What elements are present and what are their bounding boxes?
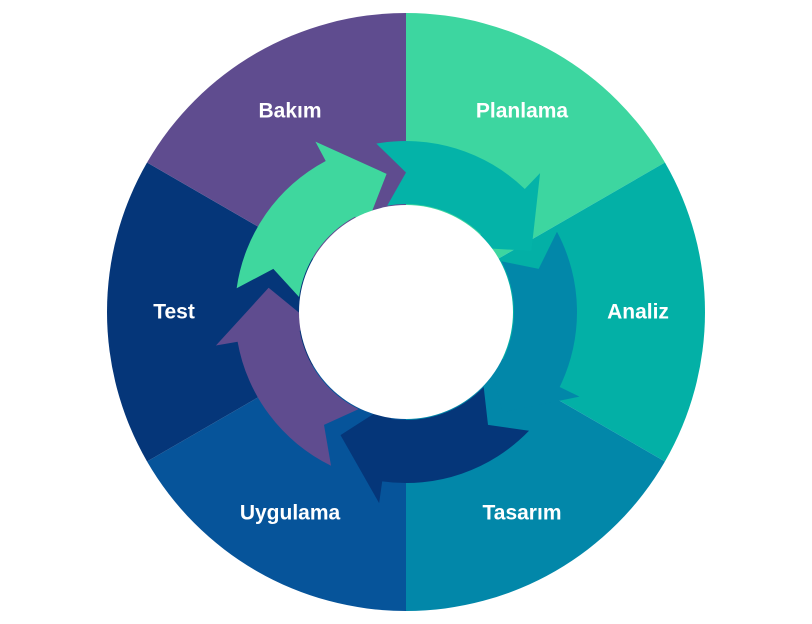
stage-label-planlama: Planlama <box>476 100 569 123</box>
inner-arrow-ring <box>215 141 580 504</box>
stage-label-tasarim: Tasarım <box>483 501 562 524</box>
cycle-arrow-test <box>236 141 387 297</box>
stage-label-uygulama: Uygulama <box>240 501 341 524</box>
cycle-arrow-uygulama <box>215 287 359 466</box>
stage-label-bakim: Bakım <box>258 100 321 123</box>
cycle-arrow-analiz <box>486 231 580 413</box>
center-hole <box>299 205 513 419</box>
stage-label-analiz: Analiz <box>607 301 669 324</box>
cycle-arrow-planlama <box>376 141 541 251</box>
stage-label-test: Test <box>153 301 195 324</box>
